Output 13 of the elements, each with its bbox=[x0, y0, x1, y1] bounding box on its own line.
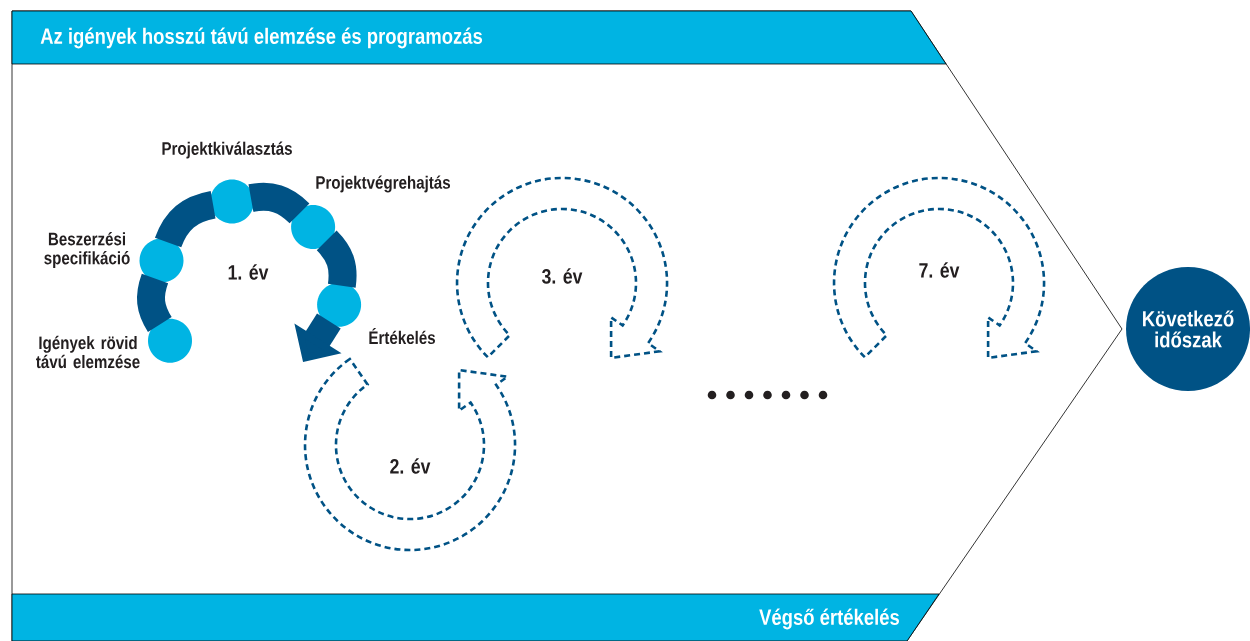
step-circle bbox=[291, 204, 336, 249]
step-label: Projektvégrehajtás bbox=[316, 175, 451, 193]
step-label: Projektkiválasztás bbox=[162, 141, 292, 159]
step-circle bbox=[139, 238, 184, 283]
step-label: Igények rövid távú elemzése bbox=[36, 335, 140, 369]
year-label: 1. év bbox=[228, 264, 269, 280]
step-circle bbox=[210, 179, 254, 224]
step-circle bbox=[317, 282, 362, 327]
heading-band: Végső értékelés bbox=[11, 593, 940, 641]
step-circle bbox=[148, 318, 192, 363]
step-label: Értékelés bbox=[369, 327, 435, 345]
step-label: Beszerzési specifikáció bbox=[44, 232, 130, 268]
heading-band: Az igények hosszú távú elemzése és programozás bbox=[11, 10, 947, 65]
